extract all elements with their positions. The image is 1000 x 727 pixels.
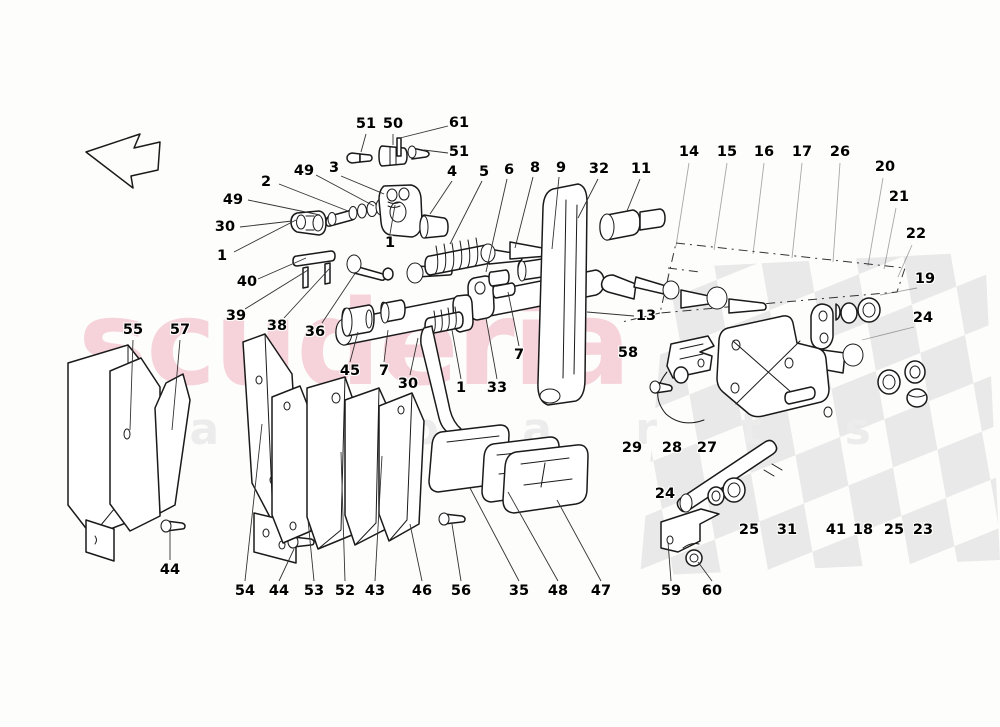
top-right-leaders <box>675 162 918 341</box>
callout-number-57: 57 <box>169 321 191 338</box>
callout-number-9: 9 <box>555 159 567 176</box>
callout-number-3: 3 <box>328 159 340 176</box>
callout-number-11: 11 <box>630 160 652 177</box>
callout-number-61: 61 <box>448 114 470 131</box>
callout-leaders <box>129 125 713 582</box>
callout-number-4: 4 <box>446 163 458 180</box>
callout-number-2: 2 <box>260 173 272 190</box>
callout-number-45: 45 <box>339 362 361 379</box>
callout-number-32: 32 <box>588 160 610 177</box>
callout-number-25: 25 <box>738 521 760 538</box>
callout-number-47: 47 <box>590 582 612 599</box>
pedal-arms-and-pads <box>420 325 589 526</box>
callout-number-1: 1 <box>216 247 228 264</box>
callout-number-44: 44 <box>159 561 181 578</box>
callout-number-49: 49 <box>222 191 244 208</box>
callout-number-40: 40 <box>236 273 258 290</box>
callout-number-24: 24 <box>654 485 676 502</box>
callout-number-19: 19 <box>914 270 936 287</box>
callout-number-30: 30 <box>397 375 419 392</box>
callout-number-23: 23 <box>912 521 934 538</box>
callout-number-15: 15 <box>716 143 738 160</box>
callout-number-46: 46 <box>411 582 433 599</box>
callout-number-30: 30 <box>214 218 236 235</box>
callout-number-58: 58 <box>617 344 639 361</box>
callout-number-6: 6 <box>503 161 515 178</box>
callout-number-26: 26 <box>829 143 851 160</box>
direction-arrow <box>85 133 161 189</box>
callout-number-22: 22 <box>905 225 927 242</box>
callout-number-49: 49 <box>293 162 315 179</box>
callout-number-28: 28 <box>661 439 683 456</box>
callout-number-51: 51 <box>448 143 470 160</box>
callout-number-51: 51 <box>355 115 377 132</box>
callout-number-25: 25 <box>883 521 905 538</box>
callout-number-7: 7 <box>378 362 390 379</box>
callout-number-60: 60 <box>701 582 723 599</box>
callout-number-20: 20 <box>874 158 896 175</box>
callout-number-48: 48 <box>547 582 569 599</box>
callout-number-43: 43 <box>364 582 386 599</box>
callout-number-54: 54 <box>234 582 256 599</box>
callout-number-1: 1 <box>455 379 467 396</box>
callout-number-35: 35 <box>508 582 530 599</box>
right-linkage-rods <box>600 274 928 408</box>
callout-number-33: 33 <box>486 379 508 396</box>
firewall-outline <box>621 242 906 323</box>
callout-number-56: 56 <box>450 582 472 599</box>
pedal-lever-32 <box>537 183 588 406</box>
callout-number-36: 36 <box>304 323 326 340</box>
callout-number-24: 24 <box>912 309 934 326</box>
callout-number-55: 55 <box>122 321 144 338</box>
callout-number-7: 7 <box>513 346 525 363</box>
callout-number-14: 14 <box>678 143 700 160</box>
callout-number-8: 8 <box>529 159 541 176</box>
callout-number-44: 44 <box>268 582 290 599</box>
callout-number-16: 16 <box>753 143 775 160</box>
upper-left-linkage-assembly <box>290 137 453 289</box>
callout-number-17: 17 <box>791 143 813 160</box>
callout-number-53: 53 <box>303 582 325 599</box>
callout-number-59: 59 <box>660 582 682 599</box>
callout-number-50: 50 <box>382 115 404 132</box>
callout-number-38: 38 <box>266 317 288 334</box>
callout-number-21: 21 <box>888 188 910 205</box>
callout-number-27: 27 <box>696 439 718 456</box>
callout-number-1: 1 <box>384 234 396 251</box>
centre-left-panel-group <box>242 333 425 564</box>
callout-number-18: 18 <box>852 521 874 538</box>
callout-number-39: 39 <box>225 307 247 324</box>
pedal-box-bracket <box>649 315 833 567</box>
callout-number-31: 31 <box>776 521 798 538</box>
callout-number-29: 29 <box>621 439 643 456</box>
callout-number-13: 13 <box>635 307 657 324</box>
callout-number-52: 52 <box>334 582 356 599</box>
callout-number-5: 5 <box>478 163 490 180</box>
left-panel-group <box>67 344 191 562</box>
callout-number-41: 41 <box>825 521 847 538</box>
